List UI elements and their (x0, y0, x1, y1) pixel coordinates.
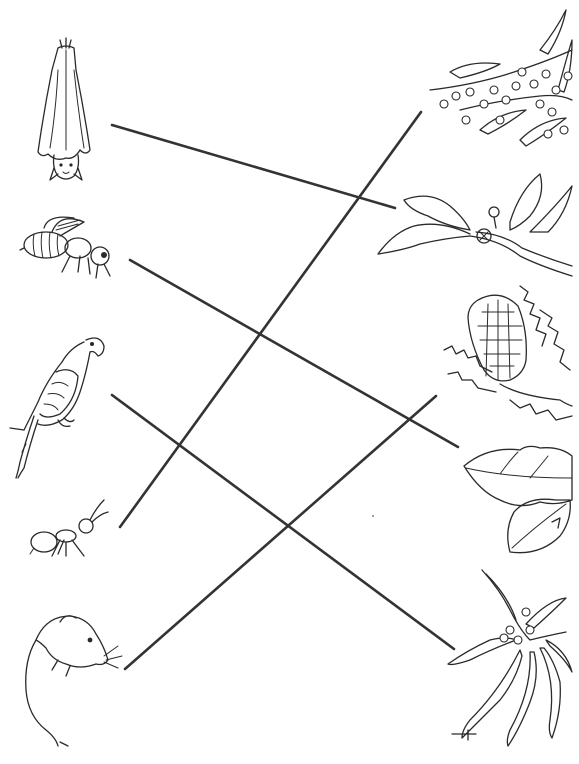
banksia-icon (444, 286, 572, 420)
match-line-bat-fig (112, 125, 395, 208)
match-line-parrot-eucalyptus (112, 395, 454, 649)
paper-speck (372, 515, 374, 517)
parrot-icon (10, 338, 104, 478)
ant-icon (30, 500, 108, 556)
match-line-mouse-banksia (125, 396, 436, 669)
bee-icon (20, 217, 110, 278)
lobed-leaf-icon (464, 446, 572, 552)
wattle-flower-icon (430, 10, 572, 146)
match-lines (112, 112, 458, 669)
fig-branch-icon (378, 174, 572, 276)
bat-icon (38, 38, 90, 180)
honey-possum-icon (26, 616, 122, 746)
match-line-ant-wattle (120, 112, 421, 527)
eucalyptus-icon (448, 570, 572, 746)
